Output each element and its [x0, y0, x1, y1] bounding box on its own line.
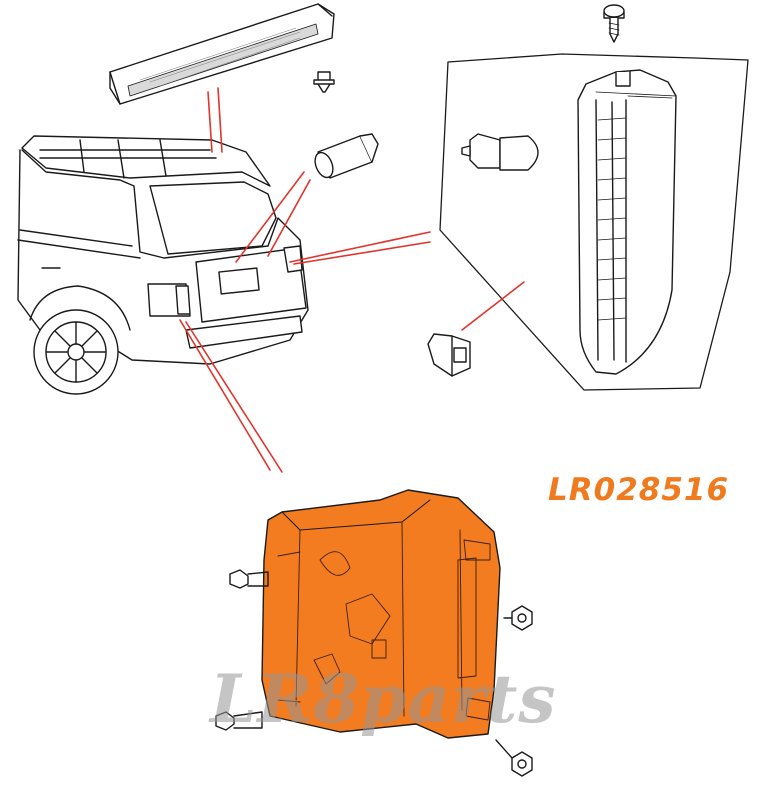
leader-lines	[179, 87, 525, 473]
tail-lamp-icon	[261, 489, 501, 739]
range-rover-icon	[17, 135, 309, 395]
part-number-label: LR028516	[548, 472, 730, 508]
inset-frame	[439, 53, 749, 391]
nut-icon	[495, 605, 533, 777]
clip-icon	[313, 71, 335, 93]
grommet-icon	[427, 333, 471, 377]
bulb-icon	[314, 133, 379, 179]
marker-lamp-icon	[577, 69, 677, 375]
pin-icon	[215, 569, 269, 731]
screw-icon	[603, 4, 625, 43]
spoiler-lamp-icon	[109, 3, 335, 105]
bulb-icon	[461, 133, 539, 171]
